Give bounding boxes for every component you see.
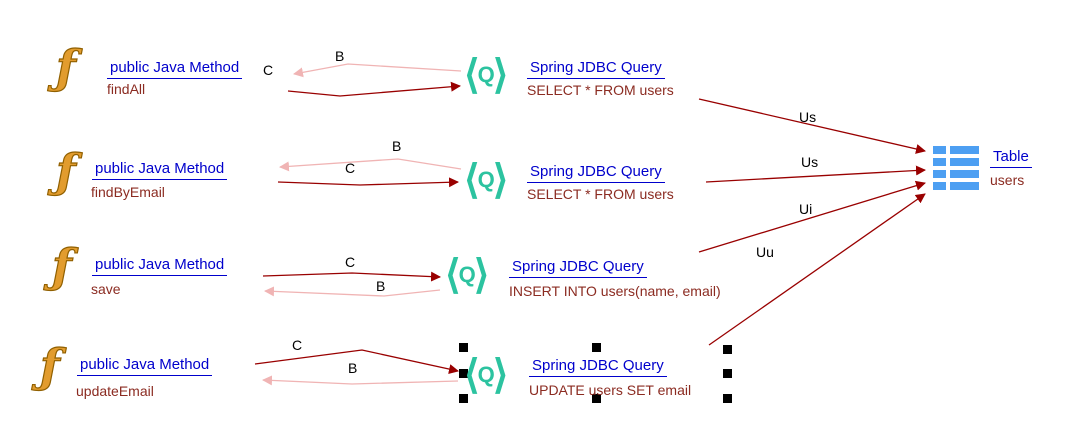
selection-handle[interactable] xyxy=(459,343,468,352)
edge-label-table: Us xyxy=(801,154,819,170)
query-icon[interactable]: ⟨ Q ⟩ xyxy=(464,55,508,95)
method-name[interactable]: findByEmail xyxy=(91,184,165,200)
java-method-icon[interactable]: ƒ xyxy=(51,239,72,293)
query-icon-bracket-right: ⟩ xyxy=(473,253,490,297)
edge-table-findAll[interactable] xyxy=(698,98,926,154)
query-kind-label[interactable]: Spring JDBC Query xyxy=(529,357,667,377)
table-icon[interactable] xyxy=(933,146,979,190)
query-icon-bracket-right: ⟩ xyxy=(492,158,509,202)
edge-label-call: C xyxy=(345,254,356,270)
edge-label-return: B xyxy=(335,48,345,64)
edge-return-findAll[interactable] xyxy=(293,63,462,78)
table-icon-cell xyxy=(950,146,979,154)
method-kind-label[interactable]: public Java Method xyxy=(92,160,228,180)
query-icon-bracket-right: ⟩ xyxy=(492,53,509,97)
selection-handle[interactable] xyxy=(723,369,732,378)
query-icon-bracket-left: ⟨ xyxy=(464,158,480,202)
query-icon-bracket-left: ⟨ xyxy=(464,53,480,97)
query-icon-bracket-right: ⟩ xyxy=(492,353,509,397)
table-icon-cell xyxy=(950,158,979,166)
query-icon-bracket-left: ⟨ xyxy=(445,253,461,297)
edge-table-updateEmail[interactable] xyxy=(708,193,926,346)
edge-label-return: B xyxy=(392,138,402,154)
edge-label-table: Us xyxy=(799,109,817,125)
edge-call-findAll[interactable] xyxy=(287,81,461,97)
edge-call-updateEmail[interactable] xyxy=(254,349,459,374)
query-kind-label[interactable]: Spring JDBC Query xyxy=(527,163,665,183)
edge-return-save[interactable] xyxy=(264,286,441,297)
edge-label-return: B xyxy=(376,278,386,294)
edge-table-findByEmail[interactable] xyxy=(705,165,926,183)
edge-label-call: C xyxy=(263,62,274,78)
query-icon-letter: Q xyxy=(477,362,495,387)
query-sql[interactable]: SELECT * FROM users xyxy=(527,186,674,202)
query-kind-label[interactable]: Spring JDBC Query xyxy=(509,258,647,278)
selection-handle[interactable] xyxy=(723,345,732,354)
selection-handle[interactable] xyxy=(459,369,468,378)
edge-label-call: C xyxy=(292,337,303,353)
method-name[interactable]: findAll xyxy=(107,81,146,97)
method-kind-label[interactable]: public Java Method xyxy=(77,356,213,376)
query-sql[interactable]: SELECT * FROM users xyxy=(527,82,674,98)
edge-table-save[interactable] xyxy=(698,180,926,253)
java-method-icon[interactable]: ƒ xyxy=(55,144,76,198)
selection-handle[interactable] xyxy=(592,343,601,352)
table-kind-label[interactable]: Table xyxy=(990,148,1032,168)
method-name[interactable]: updateEmail xyxy=(76,383,154,399)
query-icon[interactable]: ⟨ Q ⟩ xyxy=(464,355,508,395)
table-icon-cell xyxy=(933,158,946,166)
selection-handle[interactable] xyxy=(592,394,601,403)
edge-call-save[interactable] xyxy=(262,271,441,282)
selection-handle[interactable] xyxy=(459,394,468,403)
query-icon[interactable]: ⟨ Q ⟩ xyxy=(464,160,508,200)
query-sql[interactable]: INSERT INTO users(name, email) xyxy=(509,283,721,299)
edge-label-table: Uu xyxy=(756,244,774,260)
edge-label-table: Ui xyxy=(799,201,813,217)
table-icon-cell xyxy=(950,170,979,178)
table-icon-cell xyxy=(950,182,979,190)
method-kind-label[interactable]: public Java Method xyxy=(92,256,228,276)
edge-return-findByEmail[interactable] xyxy=(279,158,462,172)
selection-handle[interactable] xyxy=(723,394,732,403)
method-kind-label[interactable]: public Java Method xyxy=(107,59,243,79)
edge-call-findByEmail[interactable] xyxy=(277,177,459,188)
query-icon-bracket-left: ⟨ xyxy=(464,353,480,397)
query-icon[interactable]: ⟨ Q ⟩ xyxy=(445,255,489,295)
table-icon-cell xyxy=(933,170,946,178)
edge-label-return: B xyxy=(348,360,358,376)
query-kind-label[interactable]: Spring JDBC Query xyxy=(527,59,665,79)
java-method-icon[interactable]: ƒ xyxy=(55,40,76,94)
table-icon-cell xyxy=(933,146,946,154)
table-name[interactable]: users xyxy=(990,172,1025,188)
method-name[interactable]: save xyxy=(91,281,121,297)
query-icon-letter: Q xyxy=(477,62,495,87)
query-icon-letter: Q xyxy=(458,262,476,287)
query-sql[interactable]: UPDATE users SET email xyxy=(529,382,692,398)
java-method-icon[interactable]: ƒ xyxy=(39,339,60,393)
query-icon-letter: Q xyxy=(477,167,495,192)
table-icon-cell xyxy=(933,182,946,190)
edge-label-call: C xyxy=(345,160,356,176)
edge-return-updateEmail[interactable] xyxy=(262,375,459,386)
